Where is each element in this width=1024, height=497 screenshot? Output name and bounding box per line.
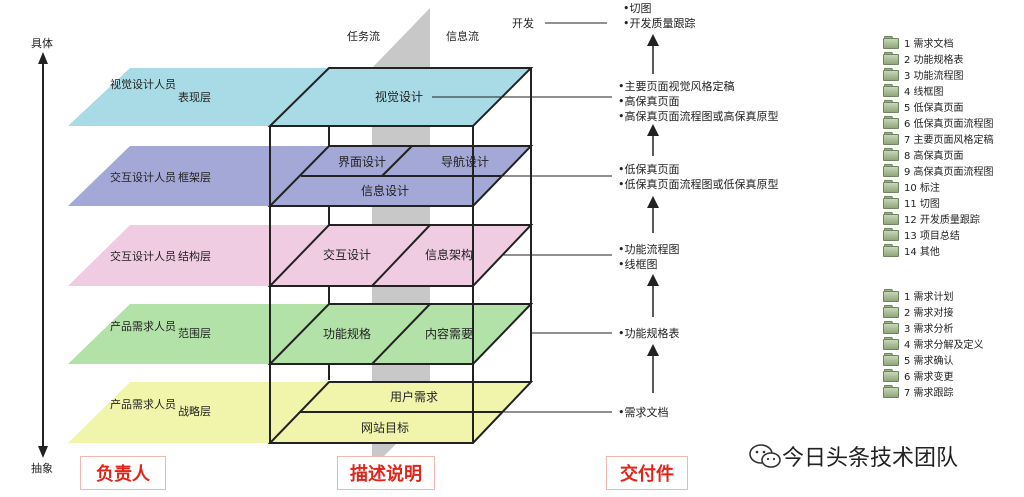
owner-tag: 负责人 bbox=[80, 456, 166, 490]
folder-icon bbox=[883, 36, 899, 49]
folder-icon bbox=[883, 68, 899, 81]
layer-3-name: 范围层 bbox=[178, 326, 211, 340]
folder-icon bbox=[883, 84, 899, 97]
axis-top-label: 具体 bbox=[31, 36, 53, 50]
deliverable-0-1: •开发质量跟踪 bbox=[623, 16, 696, 30]
folder-icon bbox=[883, 305, 899, 318]
folder-icon bbox=[883, 100, 899, 113]
layer-presentation: 视觉设计人员 表现层 视觉设计 bbox=[68, 67, 534, 127]
layer-2-cell-0: 交互设计 bbox=[323, 247, 371, 262]
layer-1-name: 框架层 bbox=[178, 171, 211, 184]
deliverable-4-0: •功能规格表 bbox=[618, 326, 680, 340]
deliverable-3-1: •线框图 bbox=[618, 257, 658, 271]
folder-icon bbox=[883, 116, 899, 129]
layer-1-cell-2: 信息设计 bbox=[361, 183, 409, 198]
cube-edges bbox=[269, 68, 532, 443]
folder-icon bbox=[883, 148, 899, 161]
folder-icon bbox=[883, 244, 899, 257]
folder-icon bbox=[883, 385, 899, 398]
deliverable-5-0: •需求文档 bbox=[618, 405, 669, 419]
folder-item[interactable]: 7 需求跟踪 bbox=[883, 383, 954, 399]
deliverable-1-2: •高保真页面流程图或高保真原型 bbox=[618, 109, 779, 123]
layer-framework: 交互设计人员 框架层 界面设计 导航设计 信息设计 bbox=[68, 145, 534, 207]
layer-0-person: 视觉设计人员 bbox=[110, 77, 176, 91]
watermark: 今日头条技术团队 bbox=[748, 440, 958, 472]
deliverable-tag: 交付件 bbox=[606, 456, 688, 490]
folder-item[interactable]: 6 需求变更 bbox=[883, 367, 954, 383]
layer-strategy: 产品需求人员 战略层 用户需求 网站目标 bbox=[68, 381, 534, 444]
folder-icon bbox=[883, 132, 899, 145]
abstraction-axis: 具体 抽象 bbox=[31, 36, 53, 475]
folder-icon bbox=[883, 337, 899, 350]
deliverable-1-0: •主要页面视觉风格定稿 bbox=[618, 79, 735, 93]
layer-1-cell-0: 界面设计 bbox=[338, 155, 386, 169]
layer-4-name: 战略层 bbox=[178, 404, 211, 418]
folder-item[interactable]: 4 需求分解及定义 bbox=[883, 335, 984, 351]
folder-item[interactable]: 1 需求文档 bbox=[883, 34, 954, 50]
folder-item[interactable]: 4 线框图 bbox=[883, 82, 944, 98]
folder-item[interactable]: 5 需求确认 bbox=[883, 351, 954, 367]
folder-icon bbox=[883, 321, 899, 334]
folder-icon bbox=[883, 353, 899, 366]
layer-structure: 交互设计人员 结构层 交互设计 信息架构 bbox=[68, 224, 534, 287]
deliverable-0-0: •切图 bbox=[623, 2, 652, 15]
deliverable-2-1: •低保真页面流程图或低保真原型 bbox=[618, 177, 779, 191]
folder-item[interactable]: 9 高保真页面流程图 bbox=[883, 162, 994, 178]
task-stream-label: 任务流 bbox=[347, 29, 380, 43]
layer-3-cell-0: 功能规格 bbox=[323, 326, 371, 341]
folder-icon bbox=[883, 164, 899, 177]
folder-item[interactable]: 11 切图 bbox=[883, 194, 940, 210]
deliverable-2-0: •低保真页面 bbox=[618, 162, 680, 176]
folder-icon bbox=[883, 212, 899, 225]
folder-item[interactable]: 3 需求分析 bbox=[883, 319, 954, 335]
layer-1-cell-1: 导航设计 bbox=[441, 154, 489, 169]
folder-icon bbox=[883, 180, 899, 193]
layer-0-cell-0: 视觉设计 bbox=[375, 89, 423, 104]
folder-item[interactable]: 8 高保真页面 bbox=[883, 146, 964, 162]
deliverables: 开发 •切图 •开发质量跟踪 •主要页面视觉风格定稿 •高保真页面 •高保真页面… bbox=[512, 2, 779, 419]
layer-1-person: 交互设计人员 bbox=[110, 170, 176, 184]
layer-4-cell-1: 网站目标 bbox=[361, 421, 409, 435]
deliverable-connectors bbox=[432, 22, 612, 413]
layer-2-person: 交互设计人员 bbox=[110, 249, 176, 263]
layer-3-cell-1: 内容需要 bbox=[425, 326, 473, 341]
folder-item[interactable]: 1 需求计划 bbox=[883, 287, 954, 303]
folder-icon bbox=[883, 289, 899, 302]
info-stream-label: 信息流 bbox=[446, 29, 479, 43]
folder-icon bbox=[883, 228, 899, 241]
folder-item[interactable]: 5 低保真页面 bbox=[883, 98, 964, 114]
folder-item[interactable]: 2 需求对接 bbox=[883, 303, 954, 319]
folder-item[interactable]: 3 功能流程图 bbox=[883, 66, 964, 82]
layer-2-name: 结构层 bbox=[178, 249, 211, 263]
folder-item[interactable]: 2 功能规格表 bbox=[883, 50, 964, 66]
folder-item[interactable]: 12 开发质量跟踪 bbox=[883, 210, 980, 226]
layer-4-person: 产品需求人员 bbox=[110, 397, 176, 411]
layer-0-name: 表现层 bbox=[178, 90, 211, 104]
folder-item[interactable]: 13 项目总结 bbox=[883, 226, 960, 242]
axis-bottom-label: 抽象 bbox=[31, 461, 53, 475]
folder-icon bbox=[883, 196, 899, 209]
folder-item[interactable]: 14 其他 bbox=[883, 242, 940, 258]
layer-3-person: 产品需求人员 bbox=[110, 319, 176, 333]
layer-2-cell-1: 信息架构 bbox=[425, 247, 473, 262]
watermark-text: 今日头条技术团队 bbox=[782, 446, 959, 471]
layer-scope: 产品需求人员 范围层 功能规格 内容需要 bbox=[68, 303, 534, 365]
folder-icon bbox=[883, 369, 899, 382]
folder-item[interactable]: 6 低保真页面流程图 bbox=[883, 114, 994, 130]
deliverable-1-1: •高保真页面 bbox=[618, 94, 680, 108]
wechat-icon bbox=[749, 444, 781, 468]
dev-label: 开发 bbox=[512, 16, 534, 30]
deliverable-3-0: •功能流程图 bbox=[618, 242, 680, 256]
folder-icon bbox=[883, 52, 899, 65]
folder-item[interactable]: 7 主要页面风格定稿 bbox=[883, 130, 994, 146]
layer-4-cell-0: 用户需求 bbox=[390, 389, 438, 404]
folder-item[interactable]: 10 标注 bbox=[883, 178, 940, 194]
description-tag: 描述说明 bbox=[337, 456, 435, 490]
